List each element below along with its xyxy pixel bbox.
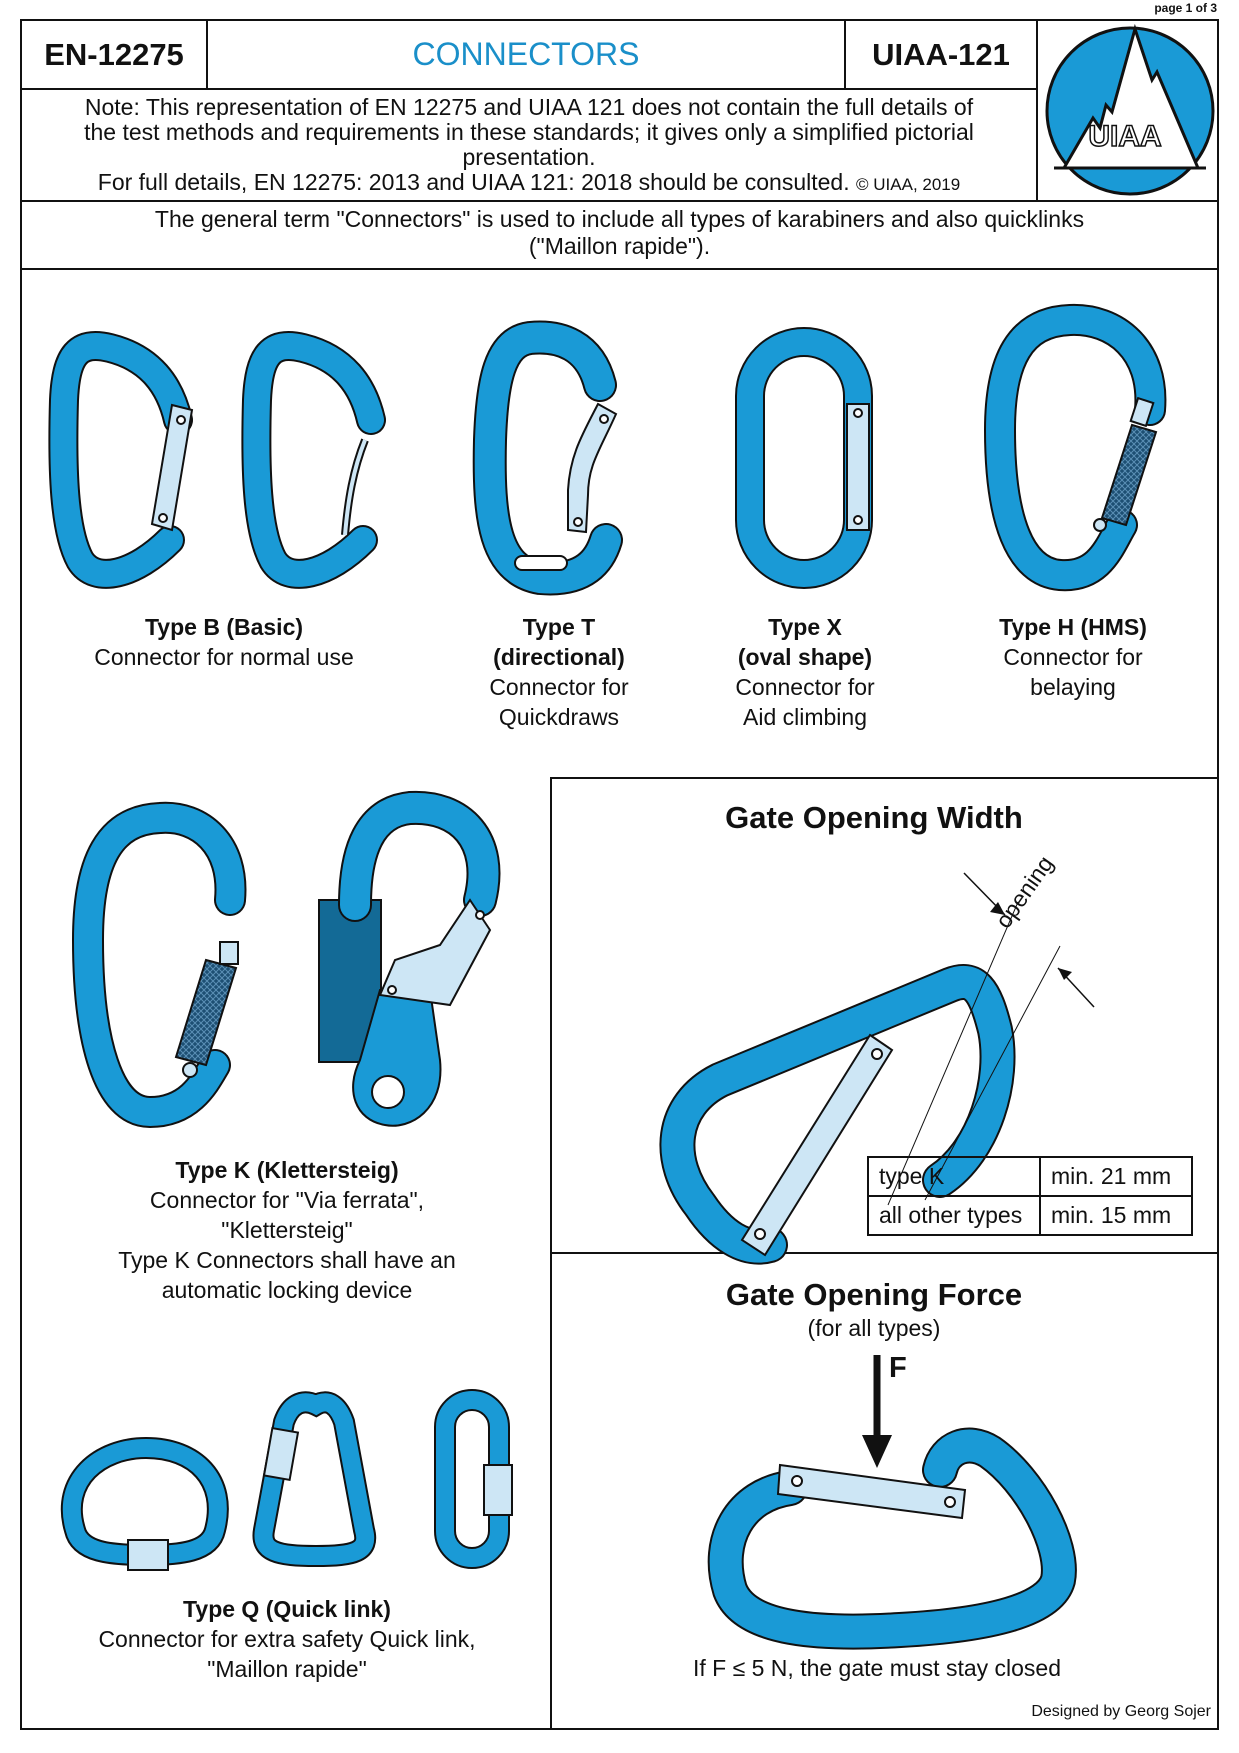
type-k-desc: automatic locking device	[161, 1277, 413, 1303]
type-h-desc: belaying	[1030, 674, 1116, 700]
page-title: CONNECTORS	[412, 36, 640, 72]
type-k-name: Type K (Klettersteig)	[175, 1157, 399, 1183]
type-q-d-quicklink	[60, 1436, 229, 1571]
type-h-carabiner	[983, 303, 1167, 592]
type-k-label: Type K (Klettersteig) Connector for "Via…	[118, 1155, 456, 1305]
type-q-desc: Connector for extra safety Quick link,	[98, 1626, 476, 1652]
gate-force-rule: If F ≤ 5 N, the gate must stay closed	[693, 1655, 1061, 1681]
note-text: Note: This representation of EN 12275 an…	[20, 95, 1038, 197]
cell-general	[20, 200, 1219, 270]
type-x-desc: Aid climbing	[742, 704, 867, 730]
note-line: presentation.	[462, 144, 596, 170]
type-h-desc: Connector for	[1003, 644, 1143, 670]
table-row: type K min. 21 mm	[867, 1156, 1193, 1197]
type-q-name: Type Q (Quick link)	[183, 1596, 391, 1622]
type-t-desc: Quickdraws	[498, 704, 620, 730]
table-cell-value: min. 15 mm	[1039, 1195, 1193, 1236]
standard-code-uiaa: UIAA-121	[872, 36, 1010, 72]
type-k-desc: Connector for "Via ferrata",	[149, 1187, 425, 1213]
gate-width-carabiner	[659, 872, 1095, 1265]
gate-force-subtitle: (for all types)	[807, 1315, 941, 1341]
type-b-label: Type B (Basic) Connector for normal use	[94, 612, 354, 672]
force-label: F	[889, 1352, 907, 1384]
page-indicator: page 1 of 3	[1154, 1, 1217, 15]
type-k-carabiner	[71, 801, 247, 1129]
type-x-carabiner	[735, 327, 873, 589]
general-line: ("Maillon rapide").	[528, 233, 711, 259]
table-cell-type: type K	[867, 1156, 1041, 1197]
type-b-desc: Connector for normal use	[94, 644, 354, 670]
copyright: © UIAA, 2019	[856, 175, 961, 194]
logo-wordmark: UIAA	[1088, 120, 1161, 153]
general-term-text: The general term "Connectors" is used to…	[20, 206, 1219, 260]
type-b-carabiner-straight-gate	[48, 331, 194, 589]
type-h-name: Type H (HMS)	[999, 614, 1147, 640]
note-line: the test methods and requirements in the…	[84, 119, 974, 145]
gate-force-panel	[550, 1252, 1219, 1730]
general-line: The general term "Connectors" is used to…	[154, 206, 1085, 232]
type-b-carabiner-wire-gate	[241, 331, 386, 589]
table-row: all other types min. 15 mm	[867, 1195, 1193, 1236]
type-k-desc: "Klettersteig"	[221, 1217, 353, 1243]
type-k-hook-connector	[318, 790, 501, 1127]
table-cell-value: min. 21 mm	[1039, 1156, 1193, 1197]
type-q-triangle-quicklink	[252, 1391, 377, 1568]
type-x-name: Type X	[768, 614, 842, 640]
gate-force-title: Gate Opening Force	[725, 1277, 1023, 1312]
type-t-name: Type T	[522, 614, 596, 640]
type-x-name-sub: (oval shape)	[737, 644, 873, 670]
type-k-desc: Type K Connectors shall have an	[118, 1247, 456, 1273]
type-t-desc: Connector for	[489, 674, 629, 700]
type-q-label: Type Q (Quick link) Connector for extra …	[98, 1594, 475, 1684]
type-t-label: Type T (directional) Connector for Quick…	[489, 612, 628, 732]
table-cell-type: all other types	[867, 1195, 1041, 1236]
type-x-label: Type X (oval shape) Connector for Aid cl…	[735, 612, 874, 732]
type-t-name-sub: (directional)	[493, 644, 625, 670]
type-q-desc: "Maillon rapide"	[207, 1656, 367, 1682]
note-consult: For full details, EN 12275: 2013 and UIA…	[97, 169, 850, 195]
note-line: Note: This representation of EN 12275 an…	[84, 94, 974, 120]
force-arrow-icon	[862, 1355, 892, 1468]
type-h-label: Type H (HMS) Connector for belaying	[999, 612, 1147, 702]
designer-credit: Designed by Georg Sojer	[1031, 1703, 1211, 1720]
type-t-carabiner	[472, 320, 623, 596]
gate-width-title: Gate Opening Width	[725, 800, 1023, 835]
type-b-name: Type B (Basic)	[144, 614, 304, 640]
gate-width-table: type K min. 21 mm all other types min. 1…	[867, 1156, 1193, 1236]
gate-force-carabiner	[707, 1427, 1077, 1650]
note-line: For full details, EN 12275: 2013 and UIA…	[20, 170, 1038, 197]
type-x-desc: Connector for	[735, 674, 875, 700]
standard-code-en: EN-12275	[44, 36, 184, 72]
type-q-oval-quicklink	[434, 1389, 513, 1569]
uiaa-logo: UIAA	[1045, 23, 1215, 196]
